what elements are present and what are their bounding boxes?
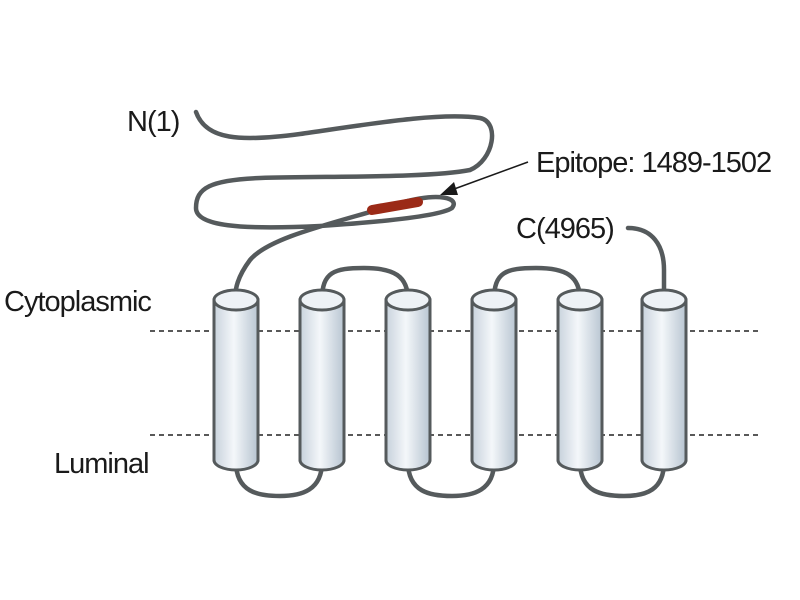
epitope-arrowhead — [440, 182, 458, 195]
transmembrane-helix-5 — [556, 288, 604, 472]
epitope-segment — [367, 197, 423, 215]
transmembrane-helix-6 — [640, 288, 688, 472]
transmembrane-helix-4 — [470, 288, 518, 472]
cytoplasmic-loop-4-5 — [491, 265, 583, 303]
epitope-arrow-line — [445, 161, 529, 193]
luminal-loop-5-6 — [577, 459, 667, 499]
luminal-loop-1-2 — [233, 459, 325, 499]
epitope-label: Epitope: 1489-1502 — [536, 147, 771, 179]
luminal-label: Luminal — [54, 448, 149, 480]
transmembrane-helix-3 — [384, 288, 432, 472]
cytoplasmic-label: Cytoplasmic — [4, 286, 151, 318]
n-terminus-label: N(1) — [127, 106, 179, 138]
luminal-loop-3-4 — [405, 459, 497, 499]
n-terminal-strand — [193, 109, 495, 303]
transmembrane-helix-2 — [298, 288, 346, 472]
cytoplasmic-loop-2-3 — [319, 265, 411, 303]
transmembrane-helix-1 — [212, 288, 260, 472]
c-terminus-label: C(4965) — [516, 213, 614, 245]
